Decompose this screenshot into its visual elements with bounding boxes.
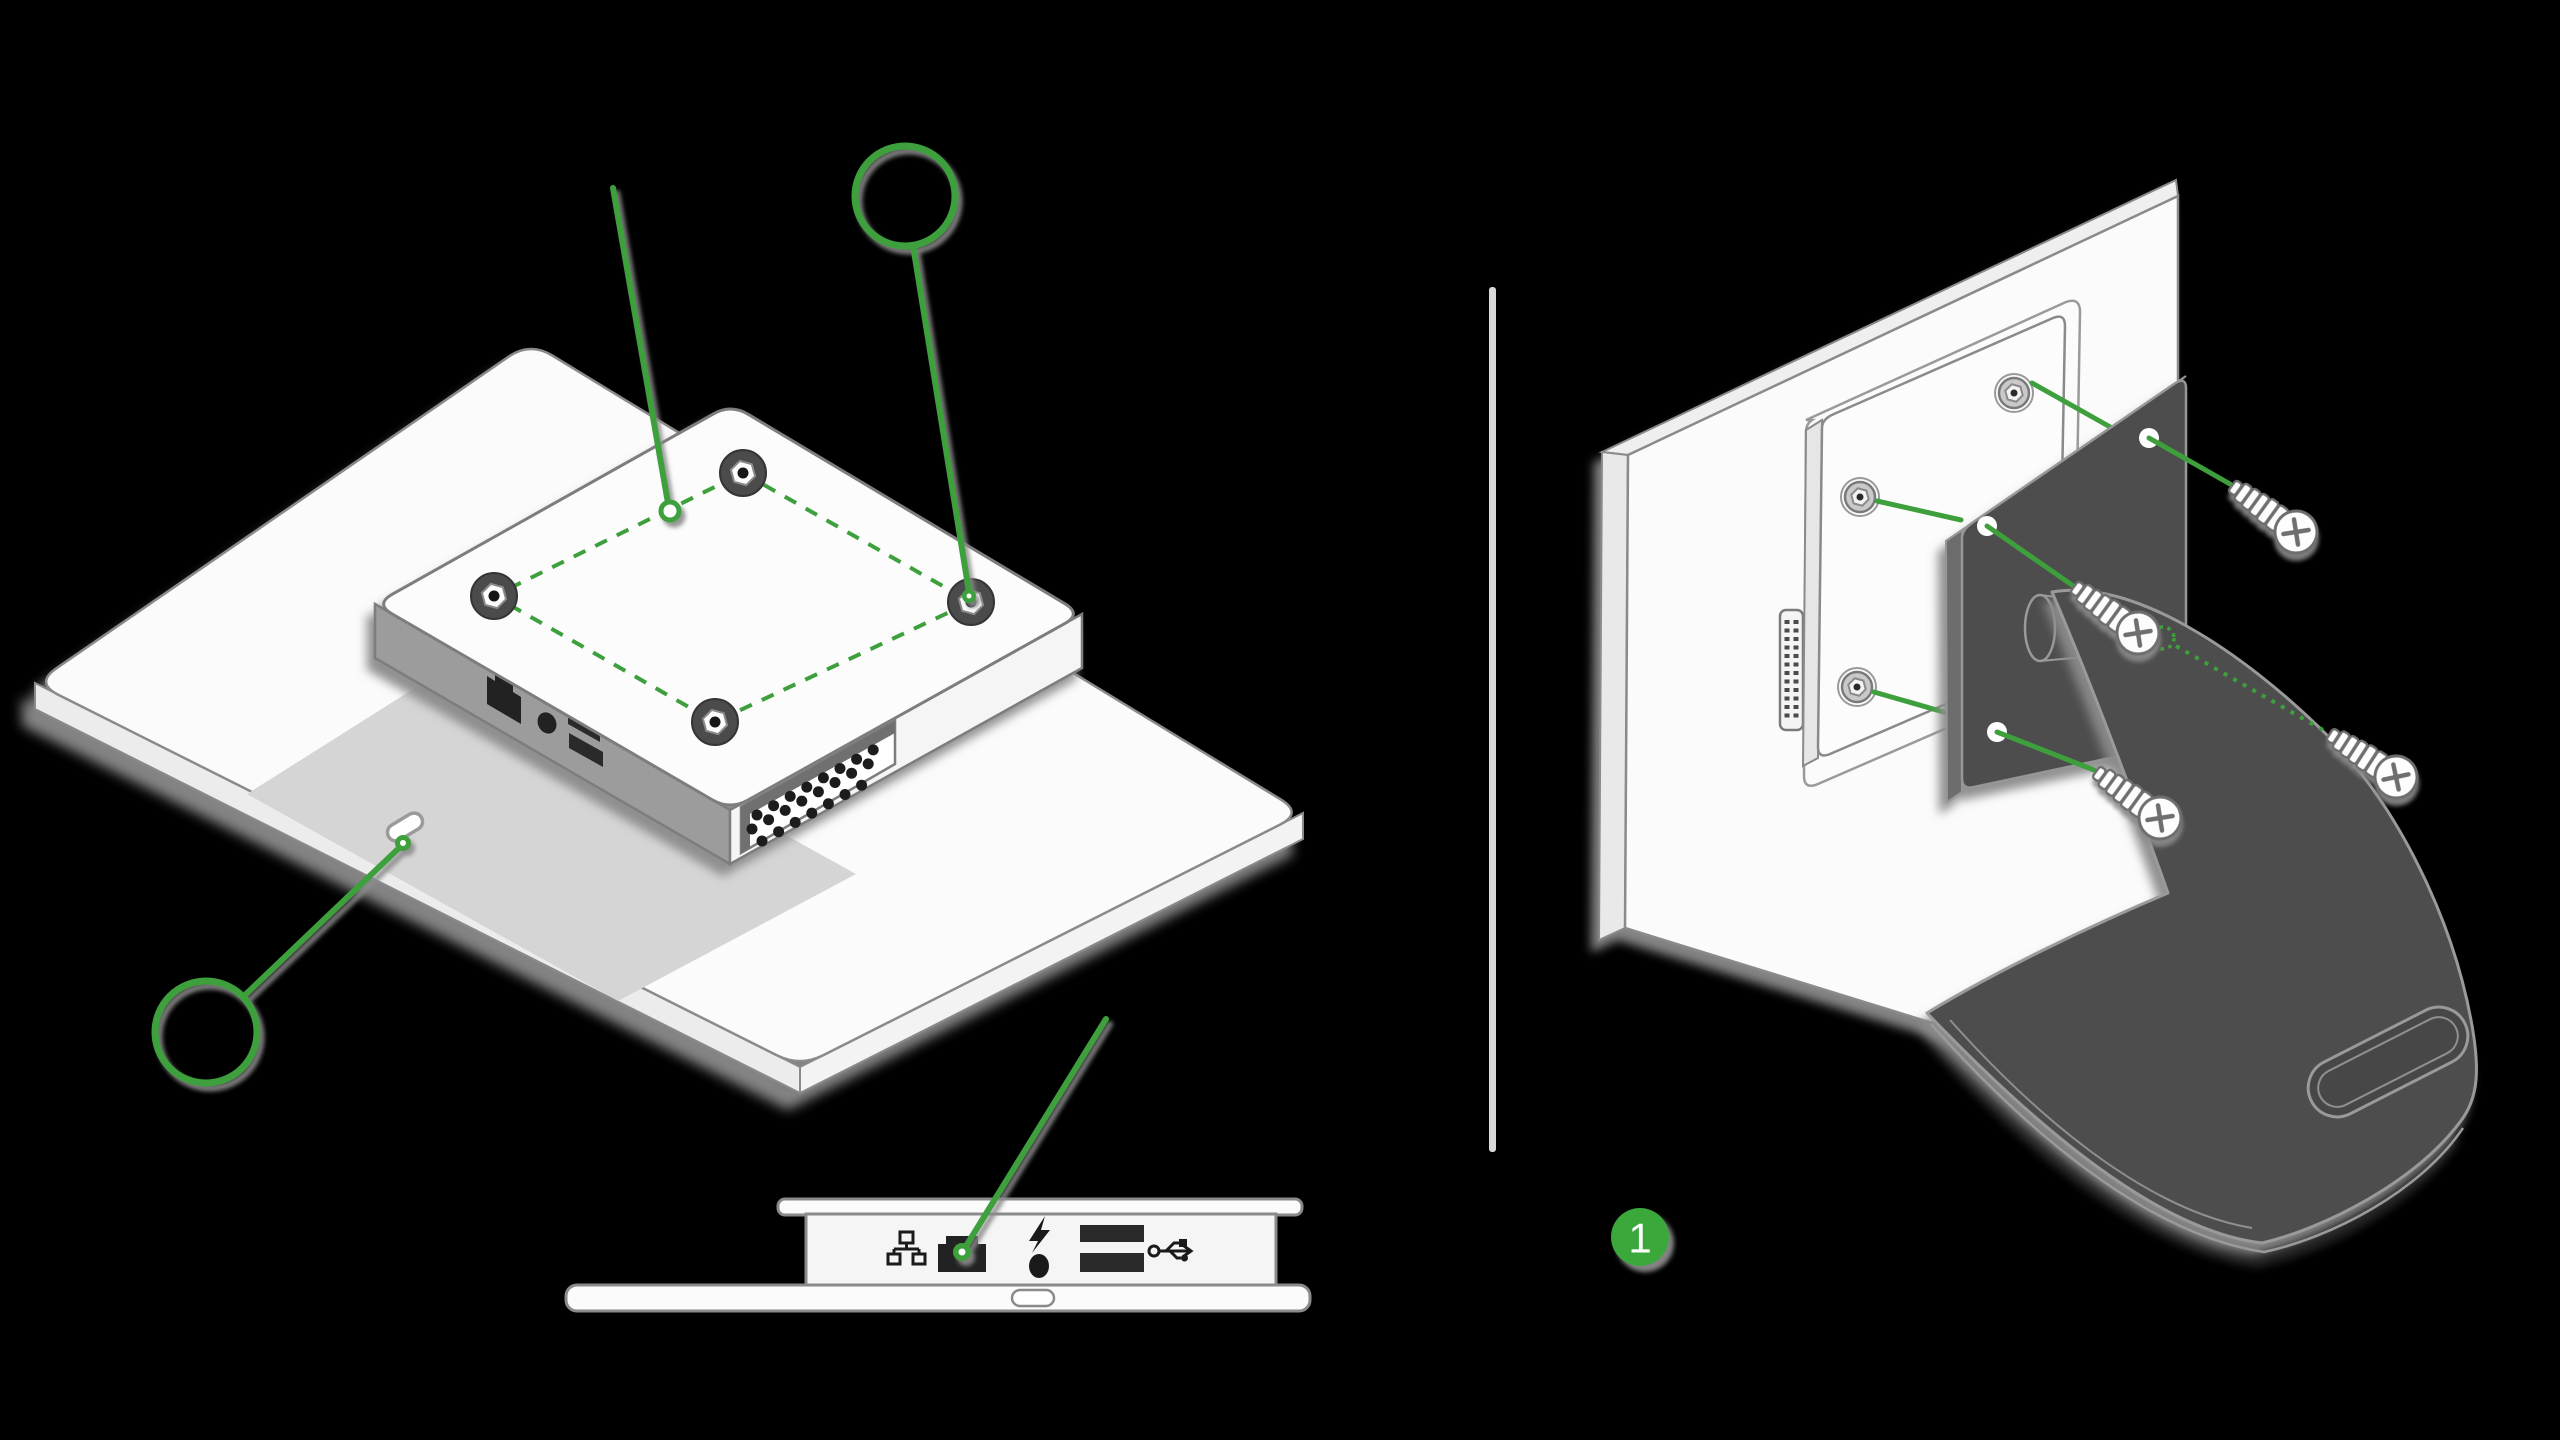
vertical-divider bbox=[1489, 287, 1496, 1152]
callout-screw bbox=[851, 142, 976, 603]
screw-post bbox=[719, 449, 767, 497]
mount-nut bbox=[1993, 372, 2035, 414]
usb-port bbox=[1080, 1225, 1144, 1242]
display-front-edge bbox=[564, 1283, 1312, 1313]
step-badge-label: 1 bbox=[1628, 1215, 1651, 1262]
front-edge-slot bbox=[1010, 1288, 1056, 1308]
stand-inner-highlight bbox=[1949, 1019, 2253, 1229]
exploded-stand-mount-view bbox=[1597, 178, 2478, 1254]
isometric-back-view bbox=[34, 142, 1304, 1095]
vent-grille bbox=[739, 718, 897, 856]
screw-guide-lines bbox=[1984, 435, 2233, 773]
usb-port bbox=[569, 733, 603, 767]
callout-vesa-pattern bbox=[610, 185, 682, 523]
power-port bbox=[1029, 1254, 1049, 1278]
screw-post bbox=[691, 698, 739, 746]
vent-holes bbox=[746, 744, 879, 847]
vesa-dashed-pattern bbox=[489, 470, 976, 725]
target-ring-marker bbox=[658, 499, 682, 523]
usb-icon bbox=[1147, 1239, 1194, 1262]
target-dot-center bbox=[958, 1248, 966, 1256]
mount-nut bbox=[1839, 476, 1881, 518]
usb-port bbox=[1080, 1253, 1144, 1272]
edge-port-callout bbox=[151, 811, 425, 1087]
phillips-screw bbox=[2220, 469, 2326, 562]
screw-post bbox=[470, 572, 518, 620]
power-port bbox=[537, 712, 557, 734]
mount-recess bbox=[247, 657, 856, 1001]
compute-module bbox=[373, 407, 1084, 867]
callout-ethernet bbox=[953, 1016, 1109, 1261]
lan-icon bbox=[886, 1230, 927, 1266]
step-badge: 1 bbox=[1611, 1208, 1669, 1266]
callout-circle-icon bbox=[151, 977, 261, 1087]
panel-left-bevel bbox=[1597, 450, 1630, 942]
mount-nut bbox=[1836, 666, 1878, 708]
adapter-left-bevel bbox=[1944, 528, 1963, 804]
lightning-icon bbox=[1029, 1216, 1050, 1253]
callout-circle-icon bbox=[851, 142, 959, 250]
stand bbox=[1925, 588, 2478, 1254]
module-top-face bbox=[382, 407, 1075, 807]
side-port-view bbox=[564, 1016, 1312, 1313]
plate-left-bevel bbox=[1801, 418, 1824, 768]
target-dot-center bbox=[966, 593, 972, 599]
stand-bottom-bevel bbox=[1930, 1023, 2465, 1254]
pin-connector bbox=[1778, 608, 1805, 732]
target-dot-center bbox=[400, 840, 406, 846]
stand-slot bbox=[2306, 1005, 2470, 1119]
mount-recess-outline bbox=[1802, 299, 2082, 787]
edge-port-slot bbox=[385, 811, 425, 843]
